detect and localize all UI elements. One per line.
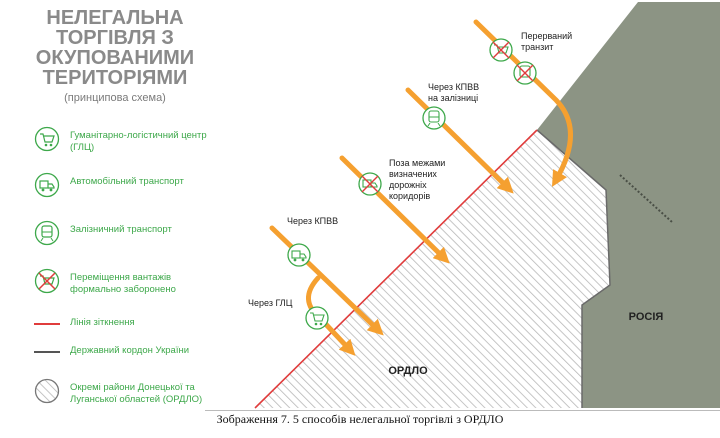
route-arrow-kpvv-rail <box>405 87 514 194</box>
legend-text-train: Залізничний транспорт <box>70 224 172 235</box>
route-label-outside-2: визначених <box>389 169 437 179</box>
route-label-rail-2: на залізниці <box>428 93 478 103</box>
legend-item-train: Залізничний транспорт <box>34 220 224 260</box>
route-label-rail-1: Через КПВВ <box>428 82 479 92</box>
hatched-circle-icon <box>34 378 60 404</box>
legend-item-forbidden: Переміщення вантажів формально заборонен… <box>34 268 224 308</box>
legend-item-ordlo: Окремі райони Донецької та Луганської об… <box>34 378 224 418</box>
crossed-cargo-icon <box>34 268 60 294</box>
crossed-cart-icon <box>489 38 513 62</box>
russia-label: РОСІЯ <box>629 311 664 323</box>
route-label-outside-3: дорожніх <box>389 180 427 190</box>
legend-text-border: Державний кордон України <box>70 345 190 356</box>
diagram-subtitle: (принципова схема) <box>64 92 166 104</box>
route-arrow-transit <box>473 19 573 187</box>
train-icon <box>34 220 60 246</box>
route-label-transit-1: Перерваний <box>521 31 572 41</box>
legend-item-contact-line: Лінія зіткнення <box>34 314 224 354</box>
legend-text-contact-line: Лінія зіткнення <box>70 317 135 328</box>
legend-item-truck: Автомобільний транспорт <box>34 172 224 212</box>
train-icon <box>422 106 446 130</box>
legend-text-glc: Гуманітарно-логістичний центр (ГЛЦ) <box>70 130 207 153</box>
route-label-outside-4: коридорів <box>389 191 430 201</box>
crossed-train-icon <box>513 61 537 85</box>
cart-icon <box>34 126 60 152</box>
legend-text-forbidden: Переміщення вантажів формально заборонен… <box>70 272 176 295</box>
route-arrow-kpvv-road <box>269 225 384 336</box>
red-line-swatch <box>34 323 60 325</box>
contact-line <box>254 129 538 409</box>
route-label-transit-2: транзит <box>521 42 553 52</box>
title-line-3: ОКУПОВАНИМИ <box>35 47 195 69</box>
legend-text-ordlo: Окремі райони Донецької та Луганської об… <box>70 382 203 405</box>
route-label-outside-1: Поза межами <box>389 158 445 168</box>
title-line-4: ТЕРИТОРІЯМИ <box>42 67 188 89</box>
gray-line-swatch <box>34 351 60 353</box>
route-arrow-outside-corridors <box>339 155 450 264</box>
legend-text-truck: Автомобільний транспорт <box>70 176 184 187</box>
crossed-truck-icon <box>358 172 382 196</box>
legend-item-border: Державний кордон України <box>34 342 224 382</box>
figure-caption: Зображення 7. 5 способів нелегальної тор… <box>216 412 504 426</box>
ordlo-label: ОРДЛО <box>388 365 428 377</box>
legend-item-glc: Гуманітарно-логістичний центр (ГЛЦ) <box>34 126 224 166</box>
route-label-glc: Через ГЛЦ <box>248 298 293 308</box>
caption-rule <box>205 410 720 411</box>
state-border-line <box>536 129 611 408</box>
truck-icon <box>34 172 60 198</box>
title-line-1: НЕЛЕГАЛЬНА <box>46 7 184 29</box>
title-line-2: ТОРГІВЛЯ З <box>56 27 174 49</box>
cart-icon <box>305 306 329 330</box>
truck-icon <box>287 243 311 267</box>
ordlo-region <box>255 130 610 408</box>
route-label-kpvv-road: Через КПВВ <box>287 216 338 226</box>
diagram-title: НЕЛЕГАЛЬНА ТОРГІВЛЯ З ОКУПОВАНИМИ ТЕРИТО… <box>20 8 210 105</box>
